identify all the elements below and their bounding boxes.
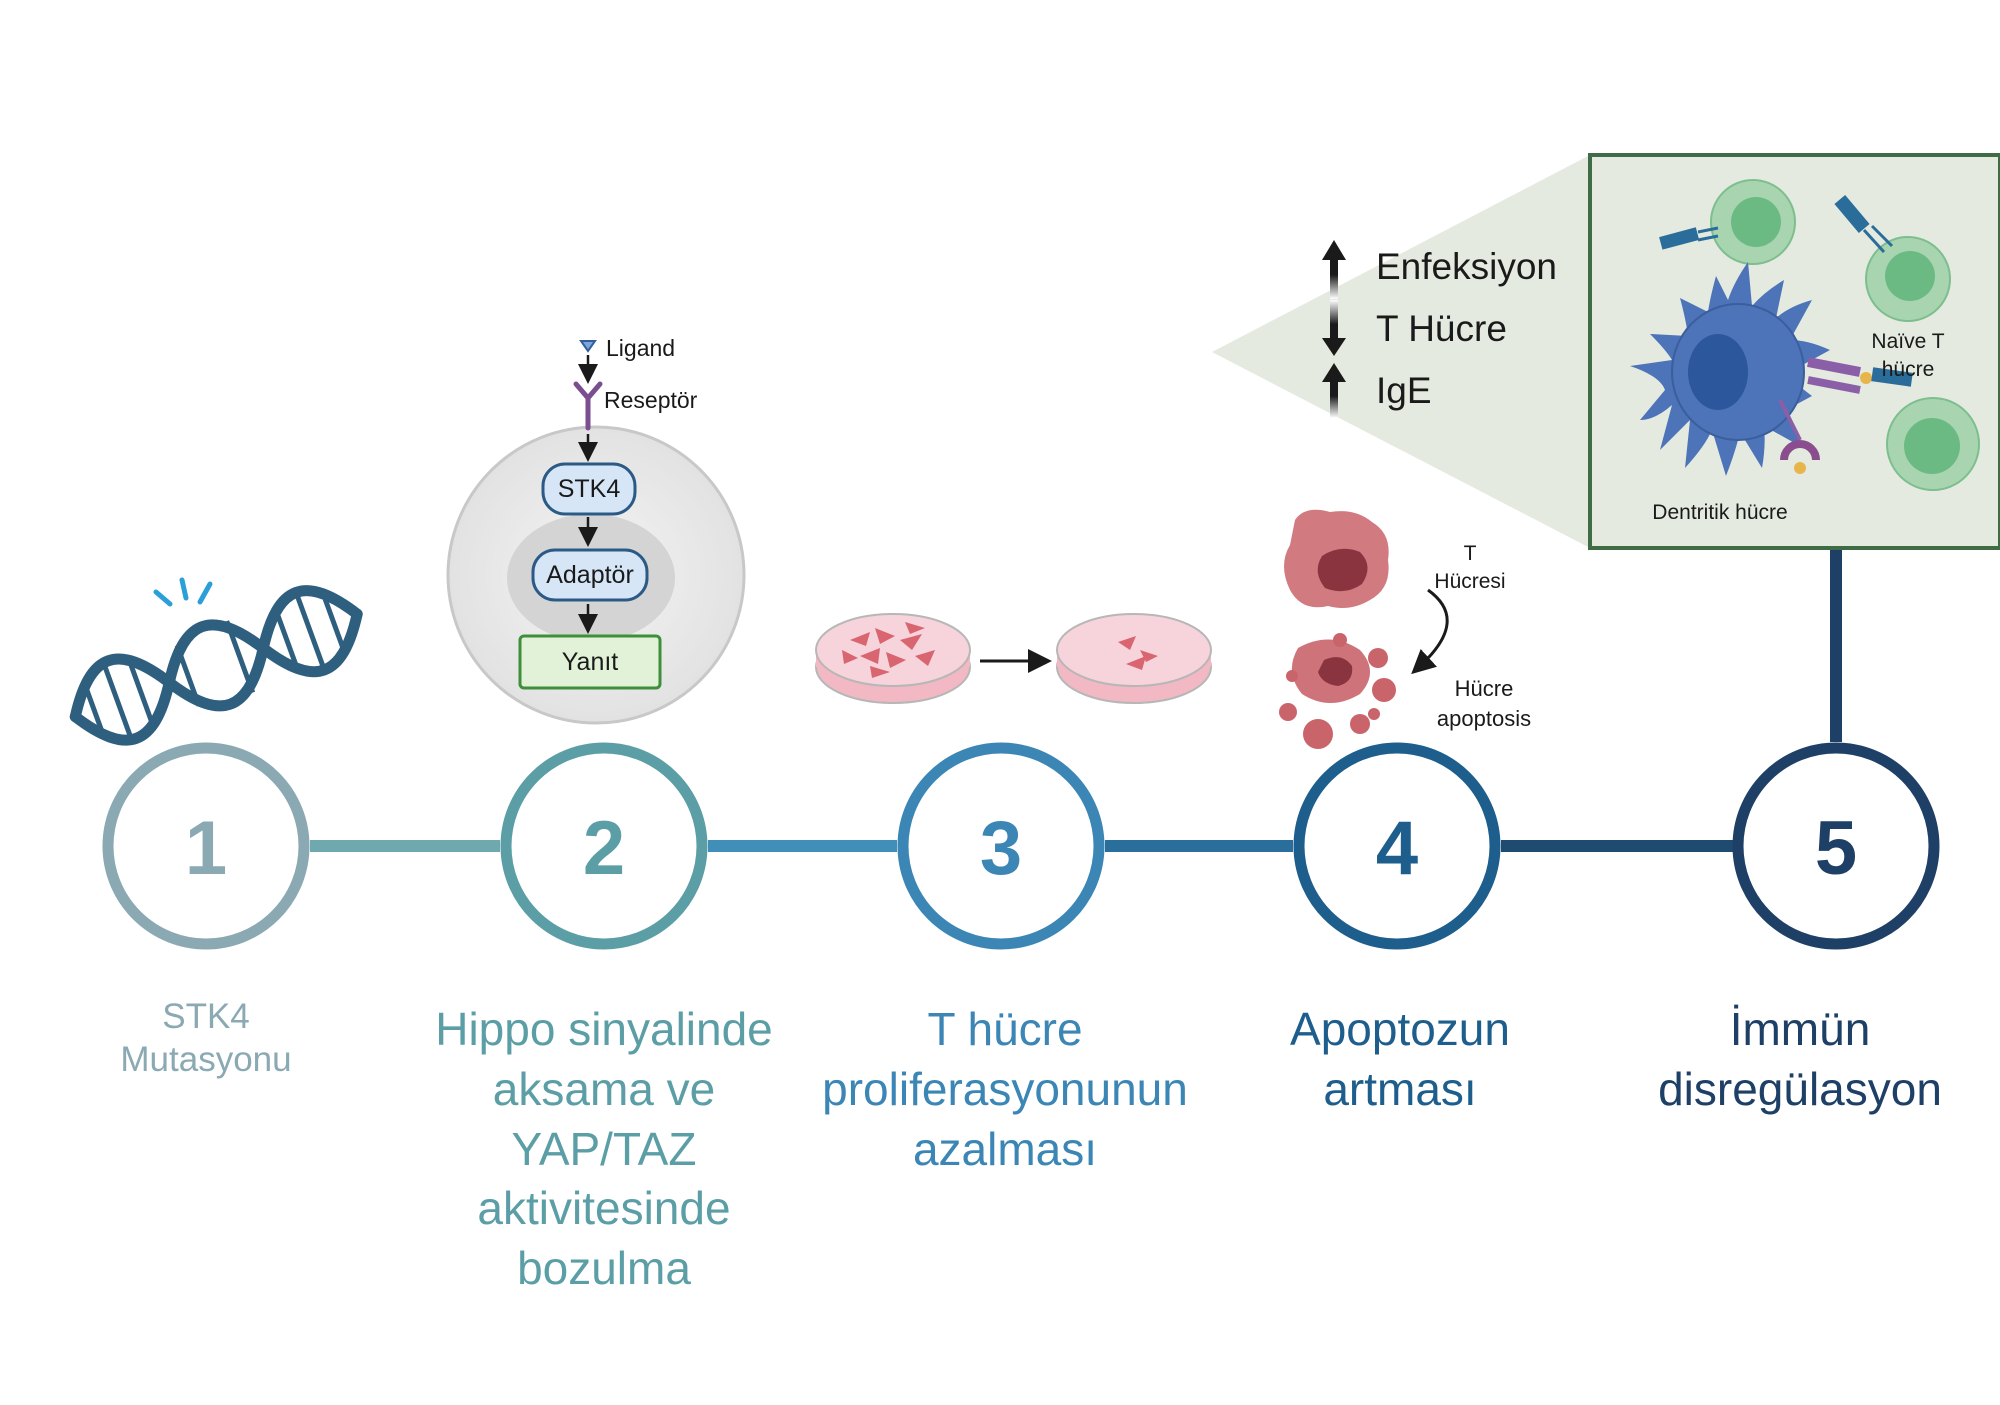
step-4-label: Apoptozun artması [1290, 1003, 1510, 1115]
response-label: Yanıt [561, 648, 619, 676]
step-2-label: Hippo sinyalinde aksama ve YAP/TAZ aktiv… [435, 1003, 773, 1295]
receptor-icon [573, 381, 603, 431]
effect-arrow-infection [1322, 240, 1346, 299]
step-3-number: 3 [980, 806, 1022, 891]
step-3-label: T hücre proliferasyonunun azalması [822, 1003, 1188, 1175]
step-5-number: 5 [1815, 806, 1857, 891]
petri-dish-sparse [1056, 613, 1212, 704]
effect-ige-label: IgE [1376, 370, 1432, 411]
step-3-circle: 3 [897, 742, 1105, 950]
step-1-circle: 1 [102, 742, 310, 950]
adaptor-node [531, 548, 649, 602]
t-cell-label: T Hücresi [1434, 542, 1506, 594]
apoptosis-arrow [1411, 588, 1449, 675]
pathway-cell [446, 340, 746, 725]
effect-arrow-tcell [1322, 300, 1346, 356]
effects-callout [1212, 155, 1590, 548]
step-4-circle: 4 [1293, 742, 1501, 950]
step-1-number: 1 [185, 806, 227, 891]
t-cell-healthy-icon [1284, 509, 1389, 608]
t-cell-top-icon [1710, 179, 1796, 265]
step-circles: 1 2 3 4 5 [102, 742, 1940, 950]
apoptosis-label: Hücre apoptosis [1436, 676, 1532, 731]
step-2-circle: 2 [500, 742, 708, 950]
response-node [518, 634, 662, 690]
t-cell-bound-icon [1886, 397, 1980, 491]
receptor-label: Reseptör [604, 387, 698, 413]
t-cell-apoptotic-icon [1279, 633, 1396, 749]
ligand-label: Ligand [606, 335, 676, 361]
timeline-connectors [310, 549, 1842, 852]
mutation-spark-icon [153, 577, 213, 607]
petri-dish-dense [815, 613, 971, 704]
effect-tcell-label: T Hücre [1376, 308, 1507, 349]
ligand-icon [579, 340, 597, 353]
adaptor-label: Adaptör [546, 561, 634, 589]
dna-helix-icon [69, 585, 363, 746]
step-5-circle: 5 [1732, 742, 1940, 950]
dendritic-cell-label: Dentritik hücre [1652, 501, 1788, 524]
tcr-receptor-top-icon [1659, 226, 1719, 250]
naive-t-cell-label: Naïve T hücre [1871, 330, 1945, 382]
dendritic-cell-icon [1630, 262, 1913, 476]
tcr-receptor-naive-icon [1834, 194, 1894, 254]
step-5-label: İmmün disregülasyon [1658, 1003, 1942, 1115]
effect-arrow-ige [1322, 363, 1346, 418]
step-4-number: 4 [1376, 806, 1418, 891]
t-cell-naive-icon [1865, 236, 1951, 322]
stk4-node [541, 462, 637, 516]
effect-infection-label: Enfeksiyon [1376, 246, 1557, 287]
step-2-number: 2 [583, 806, 625, 891]
step-1-label: STK4 Mutasyonu [120, 997, 292, 1079]
stk4-label: STK4 [557, 475, 621, 503]
